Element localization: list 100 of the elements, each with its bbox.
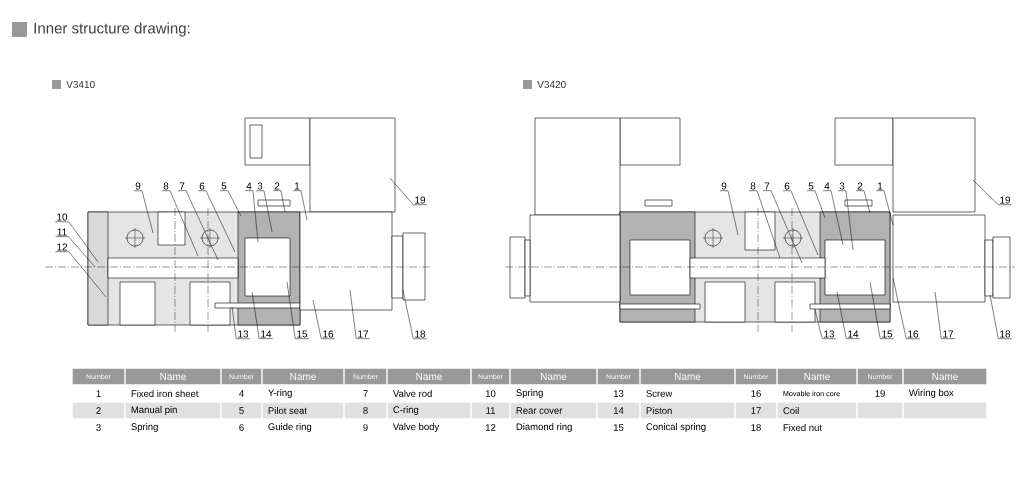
table-header-cell: Name bbox=[777, 368, 857, 385]
callout-number: 5 bbox=[221, 182, 227, 190]
leader-line bbox=[837, 190, 854, 251]
model-label: V3420 bbox=[537, 80, 566, 89]
table-cell: Spring bbox=[131, 423, 158, 432]
table-cell: 3 bbox=[96, 424, 101, 431]
table-cell: 2 bbox=[72, 402, 125, 419]
leader-line bbox=[762, 190, 803, 264]
model-label: V3410 bbox=[66, 80, 95, 89]
table-cell: Wiring box bbox=[908, 389, 954, 398]
callout-number: 18 bbox=[415, 330, 426, 338]
leader-line bbox=[836, 291, 860, 339]
callout-number: 16 bbox=[323, 330, 334, 338]
callout-number: 5 bbox=[808, 182, 814, 190]
table-cell: 9 bbox=[363, 424, 368, 431]
callout-number: 1 bbox=[878, 182, 883, 190]
table-cell: 12 bbox=[485, 424, 496, 431]
table-cell: 1 bbox=[96, 390, 101, 397]
leader-line bbox=[934, 291, 955, 339]
table-cell: 14 bbox=[597, 402, 640, 419]
callout-number: 13 bbox=[824, 330, 835, 338]
leader-line bbox=[875, 190, 894, 226]
callout-number: 4 bbox=[246, 182, 252, 190]
table-cell: 7 bbox=[363, 390, 368, 397]
leader-line bbox=[244, 190, 259, 243]
table-cell: 11 bbox=[471, 402, 510, 419]
table-cell: Conical spring bbox=[646, 423, 706, 432]
callout-number: 12 bbox=[57, 243, 68, 251]
callout-number: 7 bbox=[764, 182, 770, 190]
callout-number: 2 bbox=[274, 182, 280, 190]
leader-line bbox=[989, 294, 1012, 339]
table-cell: 5 bbox=[221, 402, 262, 419]
callout-number: 4 bbox=[824, 182, 830, 190]
leader-line bbox=[822, 190, 844, 246]
callout-number: 15 bbox=[882, 330, 893, 338]
table-cell: Valve rod bbox=[392, 390, 432, 397]
leader-line bbox=[292, 190, 308, 221]
leader-line bbox=[349, 289, 370, 339]
leader-line bbox=[402, 289, 427, 339]
callout-number: 6 bbox=[199, 182, 205, 190]
leader-line bbox=[55, 236, 96, 268]
callout-number: 8 bbox=[163, 182, 169, 190]
leader-line bbox=[806, 190, 826, 219]
table-cell: 8 bbox=[344, 402, 387, 419]
leader-line bbox=[972, 179, 1012, 205]
callout-number: 7 bbox=[179, 182, 185, 190]
callout-number: 17 bbox=[358, 330, 369, 338]
table-cell: 13 bbox=[613, 390, 624, 397]
leader-line bbox=[219, 190, 242, 217]
callout-number: 18 bbox=[1000, 330, 1011, 338]
table-cell: 18 bbox=[751, 424, 761, 431]
callout-number: 9 bbox=[135, 182, 141, 190]
leader-line bbox=[272, 190, 286, 213]
table-cell: 15 bbox=[613, 424, 624, 431]
leader-line bbox=[177, 190, 219, 261]
title: Inner structure drawing: bbox=[34, 22, 190, 37]
table-cell: 6 bbox=[239, 424, 244, 431]
table-cell: Screw bbox=[646, 390, 673, 397]
leader-line bbox=[231, 306, 250, 339]
callout-number: 3 bbox=[839, 182, 845, 190]
leader-line bbox=[55, 221, 99, 263]
table-cell: 16 bbox=[751, 390, 761, 397]
table-cell: 10 bbox=[485, 390, 496, 397]
table-cell: Valve body bbox=[392, 423, 440, 432]
leader-line bbox=[748, 190, 781, 259]
leader-line bbox=[814, 309, 836, 339]
callout-number: 9 bbox=[721, 182, 727, 190]
callout-number: 6 bbox=[784, 182, 790, 190]
callout-number: 11 bbox=[57, 228, 67, 236]
leader-line bbox=[197, 190, 236, 253]
leader-line bbox=[133, 190, 154, 234]
table-cell: Guide ring bbox=[268, 423, 312, 432]
callout-number: 16 bbox=[908, 330, 919, 338]
callout-number: 8 bbox=[750, 182, 756, 190]
table-cell: Fixed iron sheet bbox=[131, 390, 199, 397]
callout-number: 3 bbox=[257, 182, 263, 190]
leader-line bbox=[55, 251, 107, 298]
leader-line bbox=[312, 299, 335, 339]
callout-number: 19 bbox=[1000, 196, 1011, 204]
table-cell: Y-ring bbox=[268, 389, 292, 398]
table-cell: 17 bbox=[735, 402, 777, 419]
callout-number: 13 bbox=[238, 330, 249, 338]
leader-line bbox=[855, 190, 871, 214]
table-cell: Coil bbox=[777, 402, 857, 419]
leader-line bbox=[255, 190, 273, 233]
callout-number: 14 bbox=[261, 330, 272, 338]
callout-number: 1 bbox=[295, 182, 300, 190]
callout-number: 15 bbox=[297, 330, 308, 338]
leader-line bbox=[161, 190, 199, 257]
leader-line bbox=[719, 190, 739, 236]
leader-line bbox=[286, 281, 309, 339]
leader-line bbox=[892, 277, 920, 339]
table-cell: Spring bbox=[516, 389, 543, 398]
leader-line bbox=[389, 177, 427, 205]
table-cell: 4 bbox=[239, 390, 244, 397]
callout-number: 19 bbox=[415, 196, 426, 204]
table-cell: Fixed nut bbox=[783, 424, 822, 431]
callout-number: 2 bbox=[857, 182, 863, 190]
callout-number: 17 bbox=[943, 330, 954, 338]
table-cell: Diamond ring bbox=[516, 423, 572, 432]
